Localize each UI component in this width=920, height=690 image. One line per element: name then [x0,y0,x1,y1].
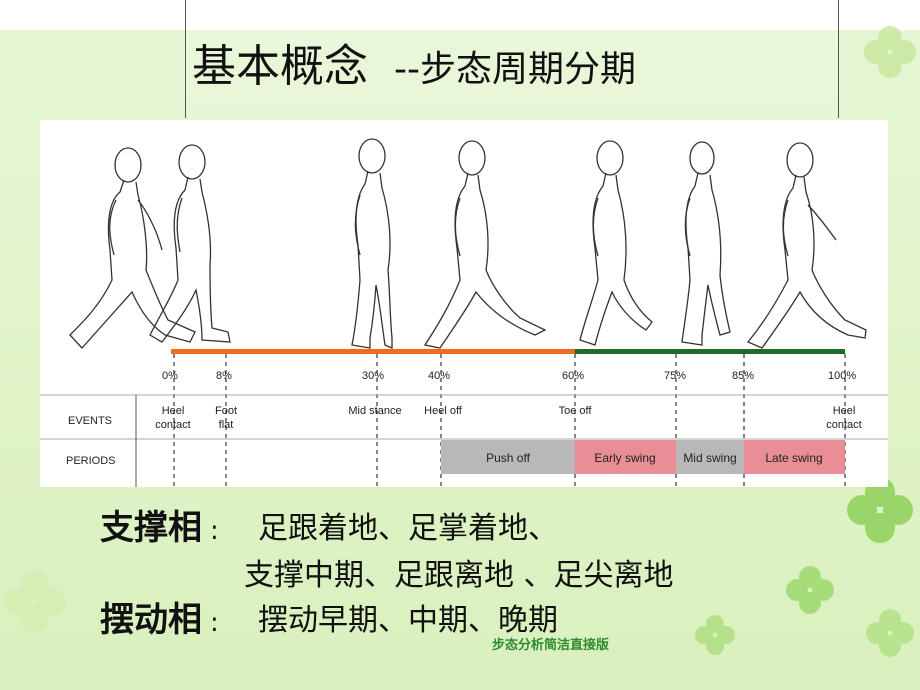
page-title: 基本概念 --步态周期分期 [192,30,636,94]
swing-phase-colon: : [210,608,219,638]
clover-decoration-icon [695,615,735,655]
gait-cycle-figure: 0% 8% 30% 40% 60% 75% 85% 100% EVENTS PE… [40,120,888,487]
clover-decoration-icon [4,571,66,633]
swing-phase-bar [575,349,845,354]
period-mid-swing-label: Mid swing [683,451,736,465]
periods-row-label: PERIODS [66,455,116,467]
walker-figure-3 [351,138,393,349]
phase-divider-lines [173,354,846,487]
percent-label-85: 85% [732,370,754,382]
clover-decoration-icon [864,26,916,78]
event-toe-off: Toe off [559,405,593,417]
swing-phase-term: 摆动相 [100,600,202,640]
stance-phase-line2: 支撑中期、足跟离地 、足尖离地 [244,558,674,593]
event-foot-flat-line2: flat [219,419,234,431]
period-push-off-box [441,440,575,474]
walker-figure-6 [681,141,731,346]
percent-label-100: 100% [828,370,856,382]
event-mid-stance: Mid stance [348,405,401,417]
stance-phase-bar [171,349,575,354]
percent-label-40: 40% [428,370,450,382]
percent-label-75: 75% [664,370,686,382]
walking-figures [69,138,867,349]
walker-figure-1 [69,147,196,349]
period-mid-swing-box [676,440,744,474]
title-main: 基本概念 [192,41,368,92]
event-heel-contact-line1: Heel [162,405,185,417]
percent-label-30: 30% [362,370,384,382]
swing-phase-line1: 摆动早期、中期、晚期 [258,603,558,638]
period-early-swing-label: Early swing [594,451,655,465]
swing-phase-label: 摆动相: [100,592,227,641]
events-row-label: EVENTS [68,415,112,427]
stance-phase-term: 支撑相 [100,508,202,548]
period-early-swing-box [575,440,676,474]
walker-figure-5 [579,140,653,346]
title-box [185,0,839,118]
clover-decoration-icon [866,609,914,657]
stance-phase-label: 支撑相: [100,500,227,549]
gait-cycle-diagram: 0% 8% 30% 40% 60% 75% 85% 100% EVENTS PE… [40,138,888,487]
event-heel-contact-end-line2: contact [826,419,861,431]
event-heel-contact-line2: contact [155,419,190,431]
period-push-off-label: Push off [486,451,530,465]
stance-phase-colon: : [210,516,219,546]
clover-decoration-icon [847,477,913,543]
background-top [0,0,920,30]
event-heel-contact-end-line1: Heel [833,405,856,417]
percent-label-0: 0% [162,370,178,382]
walker-figure-4 [423,140,547,349]
walker-figure-2 [149,144,231,343]
stance-phase-line1: 足跟着地、足掌着地、 [258,511,558,546]
title-sub: --步态周期分期 [394,49,636,90]
clover-decoration-icon [786,566,834,614]
percent-label-60: 60% [562,370,584,382]
percent-label-8: 8% [216,370,232,382]
walker-figure-7 [746,142,867,349]
footer-caption: 步态分析简洁直接版 [492,638,610,653]
period-late-swing-box [744,440,845,474]
event-heel-off: Heel off [424,405,463,417]
event-foot-flat-line1: Foot [215,405,237,417]
period-late-swing-label: Late swing [765,451,822,465]
